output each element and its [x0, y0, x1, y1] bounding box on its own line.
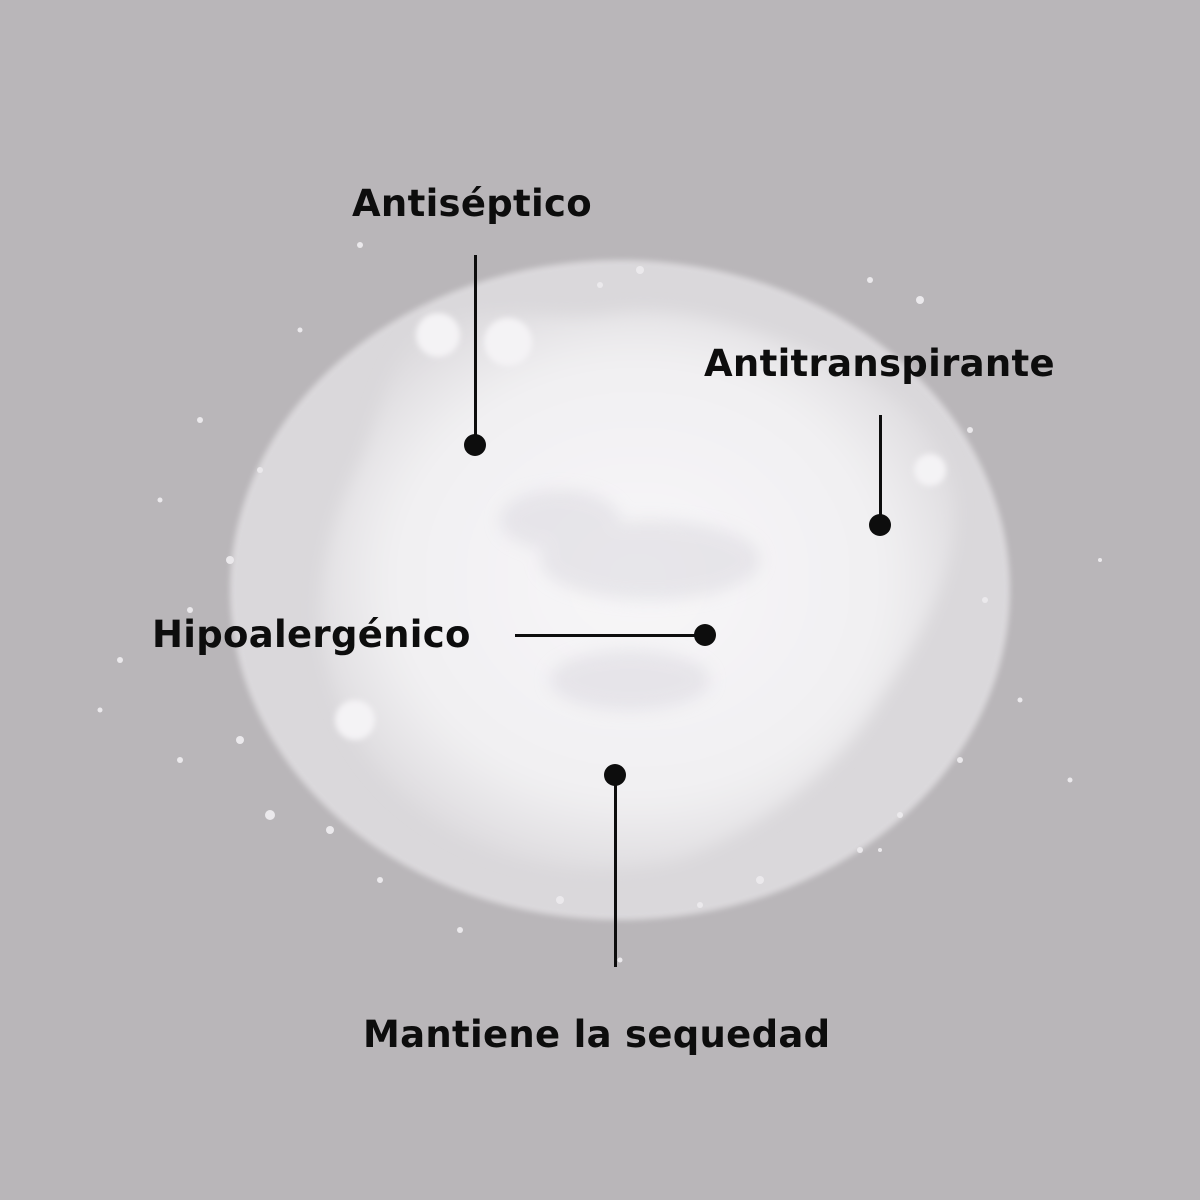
callout-label-antiseptico: Antiséptico [352, 182, 592, 225]
callout-label-antitranspirante: Antitranspirante [704, 342, 1055, 385]
callout-line-antitranspirante [879, 415, 882, 525]
callout-label-mantiene-sequedad: Mantiene la sequedad [363, 1013, 831, 1056]
callout-dot-hipoalergenico [694, 624, 716, 646]
callout-line-antiseptico [474, 255, 477, 445]
callout-dot-antitranspirante [869, 514, 891, 536]
callout-line-mantiene-sequedad [614, 775, 617, 967]
callout-label-hipoalergenico: Hipoalergénico [152, 613, 471, 656]
callout-dot-antiseptico [464, 434, 486, 456]
callout-line-hipoalergenico [515, 634, 705, 637]
